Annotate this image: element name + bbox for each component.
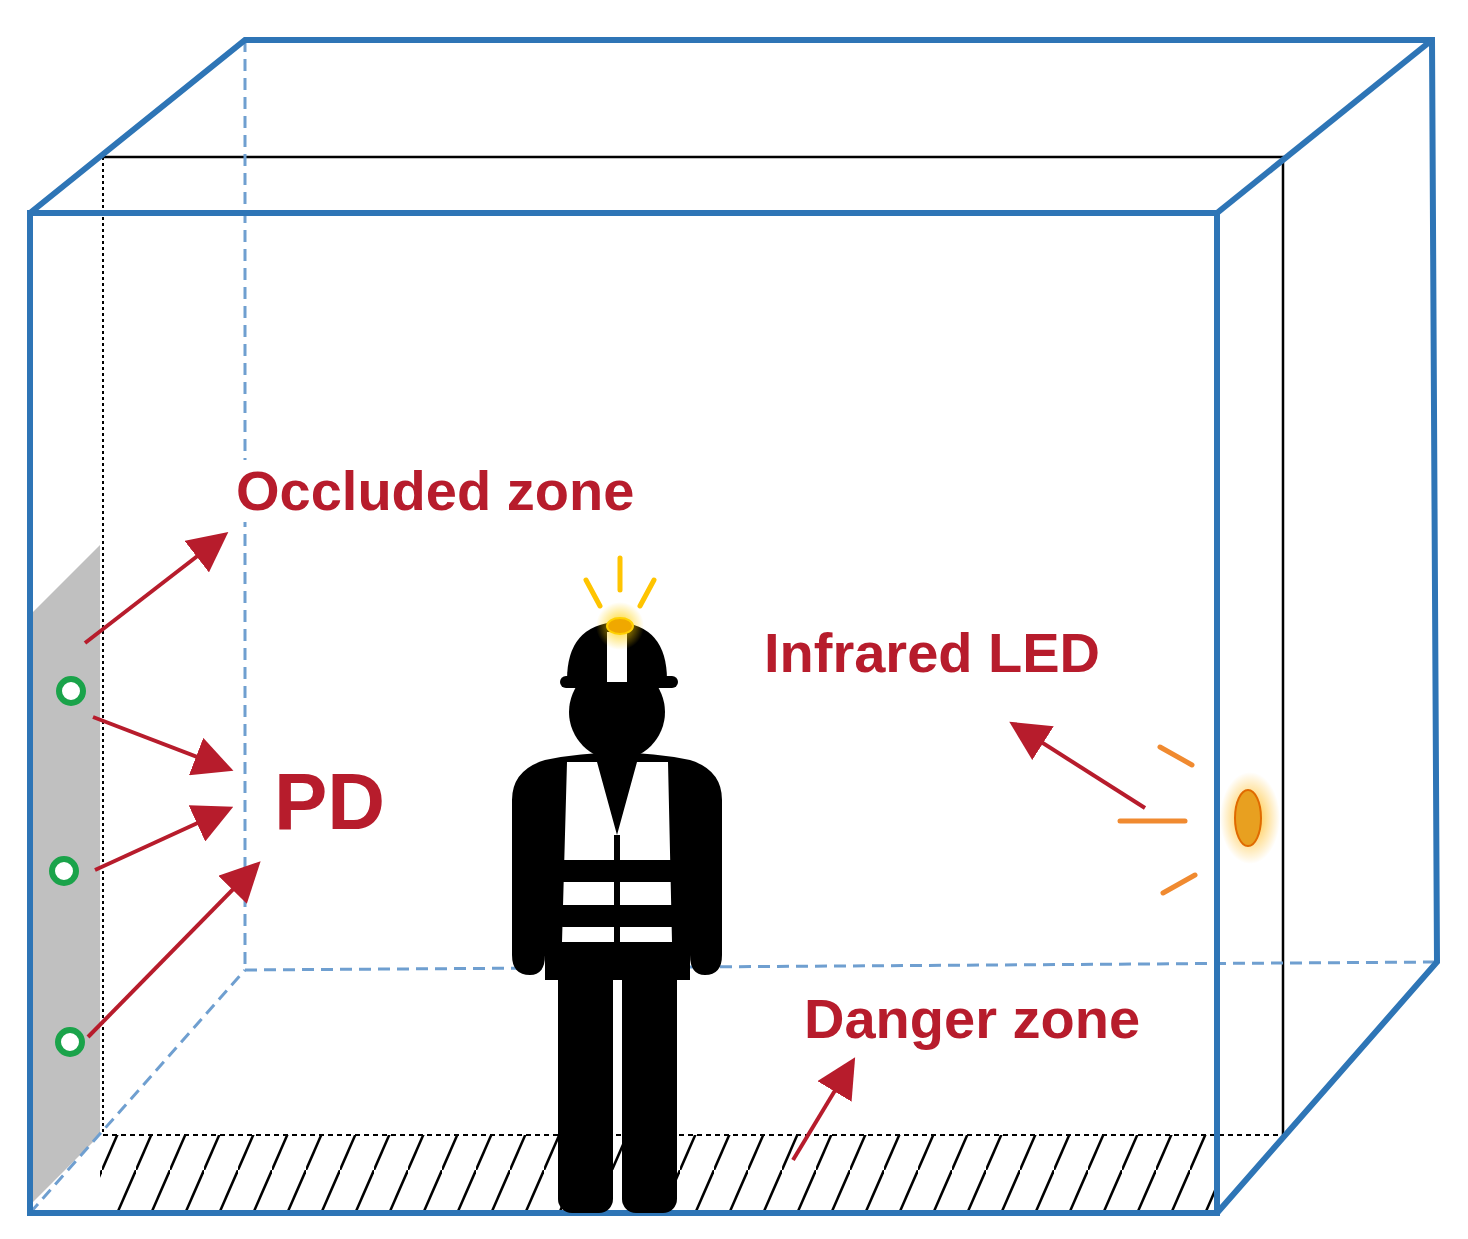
zone-label: Danger zone: [800, 988, 1144, 1050]
zone-label: Occluded zone: [232, 460, 638, 522]
sensor-label: PD: [270, 758, 389, 846]
emitter-label: Infrared LED: [760, 622, 1104, 684]
